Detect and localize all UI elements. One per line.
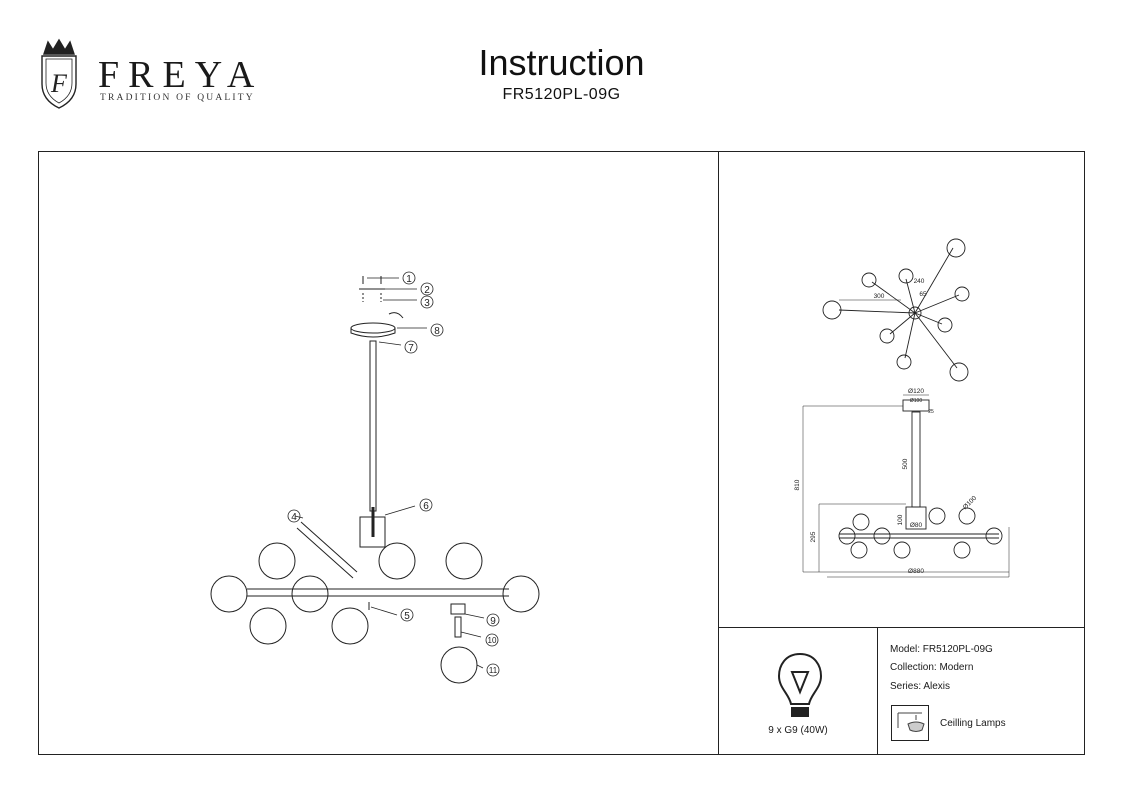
brand-tagline: TRADITION OF QUALITY [100, 93, 255, 103]
dim-rod-length: 500 [902, 458, 909, 469]
freya-crest-icon: F [41, 38, 77, 109]
instruction-frame [38, 151, 1085, 755]
callout-6: 6 [423, 501, 429, 512]
dim-top-arm2: 65 [919, 291, 927, 298]
dim-hub-height: 100 [897, 514, 904, 525]
callout-10: 10 [488, 636, 497, 645]
dim-canopy-inner: Ø100 [910, 398, 922, 404]
spec-model: Model: FR5120PL-09G [890, 644, 993, 655]
dim-top-arm: 240 [914, 278, 925, 285]
dim-body-height: 295 [810, 531, 817, 542]
callout-7: 7 [408, 343, 414, 354]
model-code: FR5120PL-09G [502, 86, 621, 103]
dim-canopy-diameter: Ø120 [908, 388, 924, 395]
bulb-icon [777, 652, 823, 717]
callout-2: 2 [424, 285, 430, 296]
page-title: Instruction [478, 42, 645, 83]
dimension-drawing: 300 240 65 Ø120 Ø100 25 500 810 295 100 … [794, 238, 1010, 578]
callout-9: 9 [490, 616, 496, 627]
dim-total-width: Ø880 [908, 568, 924, 575]
spec-type: Ceilling Lamps [940, 718, 1006, 729]
dim-arm-length: 300 [874, 293, 885, 300]
callout-8: 8 [434, 326, 440, 337]
callout-4: 4 [291, 512, 297, 523]
dim-hub-diameter: Ø80 [910, 522, 923, 529]
bulb-spec: 9 x G9 (40W) [768, 725, 828, 736]
spec-collection: Collection: Modern [890, 662, 974, 673]
ceiling-lamp-icon [891, 705, 929, 741]
dim-canopy-height: 25 [928, 409, 934, 415]
callout-11: 11 [489, 666, 498, 675]
divider-vertical [718, 151, 719, 755]
assembly-drawing: 1 2 3 4 5 6 7 8 9 10 11 [210, 271, 540, 684]
divider-spec [877, 627, 878, 755]
callout-3: 3 [424, 298, 430, 309]
brand-name: FREYA [98, 54, 264, 96]
svg-text:F: F [50, 69, 68, 98]
callout-5: 5 [404, 611, 410, 622]
dim-total-height: 810 [794, 479, 801, 490]
divider-horizontal [718, 627, 1085, 628]
spec-series: Series: Alexis [890, 681, 951, 692]
callout-1: 1 [406, 274, 412, 285]
